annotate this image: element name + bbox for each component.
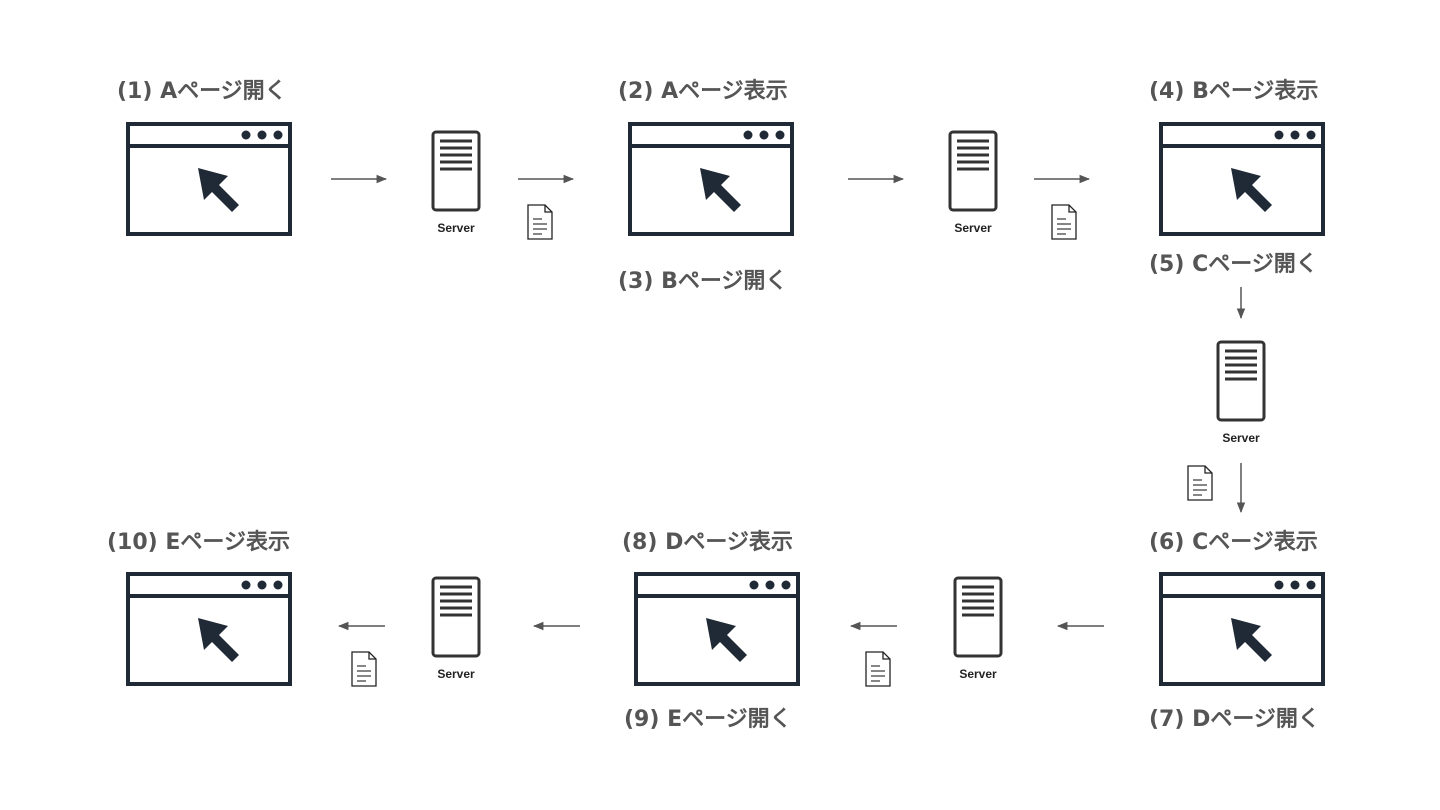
document-icon: [865, 651, 891, 687]
cursor-arrow-icon: [1231, 618, 1272, 662]
step-label-5: (5) Cページ開く: [1149, 252, 1318, 277]
document-icon: [527, 204, 553, 240]
browser-window-icon: [628, 122, 794, 236]
browser-window-icon: [634, 572, 800, 686]
server-icon: Server: [1216, 340, 1266, 445]
server-label: Server: [1222, 431, 1260, 445]
server-icon: Server: [953, 576, 1003, 681]
server-label: Server: [954, 221, 992, 235]
step-label-10: (10) Eページ表示: [107, 530, 290, 555]
step-label-1: (1) Aページ開く: [117, 79, 287, 104]
cursor-arrow-icon: [198, 168, 239, 212]
cursor-arrow-icon: [1231, 168, 1272, 212]
document-icon: [1187, 465, 1213, 501]
server-icon: Server: [948, 130, 998, 235]
server-label: Server: [959, 667, 997, 681]
browser-window-icon: [126, 122, 292, 236]
server-label: Server: [437, 667, 475, 681]
browser-window-icon: [1159, 572, 1325, 686]
step-label-9: (9) Eページ開く: [624, 707, 792, 732]
cursor-arrow-icon: [706, 618, 747, 662]
cursor-arrow-icon: [700, 168, 741, 212]
step-label-8: (8) Dページ表示: [622, 530, 793, 555]
document-icon: [1051, 204, 1077, 240]
step-label-7: (7) Dページ開く: [1149, 707, 1320, 732]
server-label: Server: [437, 221, 475, 235]
cursor-arrow-icon: [198, 618, 239, 662]
browser-window-icon: [1159, 122, 1325, 236]
step-label-6: (6) Cページ表示: [1149, 530, 1318, 555]
step-label-4: (4) Bページ表示: [1149, 79, 1318, 104]
browser-window-icon: [126, 572, 292, 686]
step-label-3: (3) Bページ開く: [618, 269, 787, 294]
server-icon: Server: [431, 130, 481, 235]
server-icon: Server: [431, 576, 481, 681]
step-label-2: (2) Aページ表示: [618, 79, 788, 104]
document-icon: [351, 651, 377, 687]
